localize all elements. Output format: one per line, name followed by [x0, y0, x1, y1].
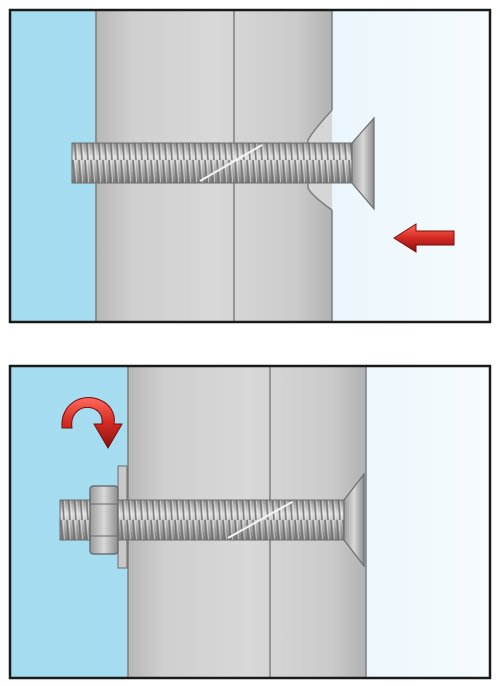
- countersunk-bolt-top: [71, 116, 375, 211]
- push-arrow-icon: [393, 223, 455, 253]
- rotate-arrow-icon: [61, 397, 123, 449]
- bolt-head-bottom: [343, 472, 365, 568]
- hex-nut: [89, 485, 119, 555]
- panel-bottom-frame: [8, 364, 492, 680]
- panel-top-frame: [8, 8, 492, 324]
- bolt-head-top: [351, 116, 375, 211]
- panel-top: [8, 8, 492, 324]
- panel-bottom: [8, 364, 492, 680]
